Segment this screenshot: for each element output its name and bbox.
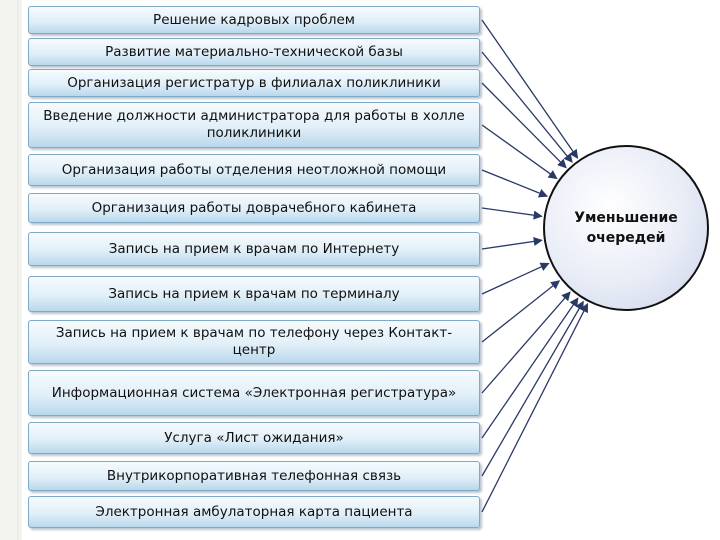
factor-box: Запись на прием к врачам по терминалу [28,276,480,312]
connector-arrow [481,300,584,477]
connector-arrow [481,124,558,180]
goal-label: Уменьшение очередей [574,210,678,246]
connector-arrow [481,169,548,198]
factor-box: Внутрикорпоративная телефонная связь [28,461,480,491]
connector-arrow [481,302,589,513]
factor-box: Запись на прием к врачам по Интернету [28,232,480,266]
factor-box: Электронная амбулаторная карта пациента [28,496,480,528]
factor-box: Введение должности администратора для ра… [28,102,480,148]
connector-arrow [481,297,579,439]
connector-arrow [481,280,561,343]
connector-arrow [481,262,550,295]
factor-box: Организация регистратур в филиалах полик… [28,69,480,97]
connector-arrow [481,51,573,163]
factor-box: Организация работы отделения неотложной … [28,154,480,186]
factor-box: Информационная система «Электронная реги… [28,370,480,416]
connector-arrow [481,236,543,250]
connector-arrow [481,207,543,220]
factor-box: Решение кадровых проблем [28,6,480,34]
factor-box: Развитие материально-технической базы [28,38,480,66]
connector-arrow [481,291,571,394]
factor-box: Запись на прием к врачам по телефону чер… [28,320,480,364]
connector-arrow [481,19,579,159]
decorative-side-stripe [0,0,22,540]
connector-arrow [481,82,567,169]
factor-box: Услуга «Лист ожидания» [28,422,480,454]
goal-circle: Уменьшение очередей [543,145,709,311]
factor-box: Организация работы доврачебного кабинета [28,193,480,223]
